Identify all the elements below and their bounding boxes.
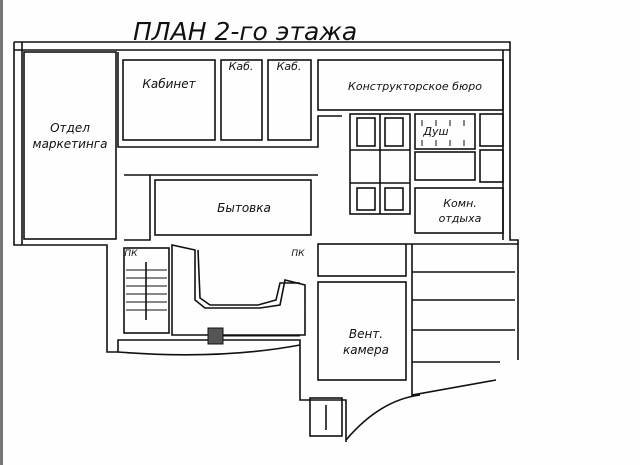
room-label-vent-2: камера xyxy=(343,343,389,357)
room-rest-outline xyxy=(414,187,504,234)
room-label-marketing-2: маркетинга xyxy=(33,137,108,151)
room-label-shower: Душ xyxy=(422,125,448,138)
room-label-marketing-1: Отдел xyxy=(50,121,90,135)
room-cab2-outline xyxy=(267,59,312,141)
shaft-block xyxy=(207,327,224,345)
room-shower-outline xyxy=(414,113,476,150)
room-marketing-outline xyxy=(23,51,117,240)
corridor-wall-upper xyxy=(117,52,342,148)
stair-treads-left xyxy=(126,269,167,311)
room-vent-outline xyxy=(317,281,407,381)
room-utility-outline xyxy=(154,179,312,236)
outer-wall-top xyxy=(14,41,519,360)
right-lower-block xyxy=(411,244,497,396)
room-label-cab2: Каб. xyxy=(277,60,302,73)
outer-wall-left xyxy=(13,42,347,442)
central-hall xyxy=(171,244,306,336)
room-design-bureau-outline xyxy=(317,59,504,111)
room-label-cab1: Каб. xyxy=(229,60,254,73)
room-label-rest-2: отдыха xyxy=(439,212,482,225)
corridor-wall-lower-left xyxy=(124,174,151,241)
exterior-stair xyxy=(309,397,343,437)
room-label-design-bureau: Конструкторское бюро xyxy=(348,80,482,93)
plan-title: ПЛАН 2-го этажа xyxy=(133,17,357,46)
stairwell-left xyxy=(123,247,170,334)
scan-edge xyxy=(0,0,3,465)
room-label-vent-1: Вент. xyxy=(349,327,383,341)
room-office-outline xyxy=(122,59,216,141)
room-label-rest-1: Комн. xyxy=(443,197,477,210)
room-cab1-outline xyxy=(220,59,263,141)
hydrant-mark-right: ПК xyxy=(291,249,305,259)
room-label-office: Кабинет xyxy=(142,77,196,91)
room-label-utility: Бытовка xyxy=(217,201,271,215)
hydrant-mark-left: ПК xyxy=(124,249,138,259)
shower-nozzles xyxy=(421,120,465,146)
